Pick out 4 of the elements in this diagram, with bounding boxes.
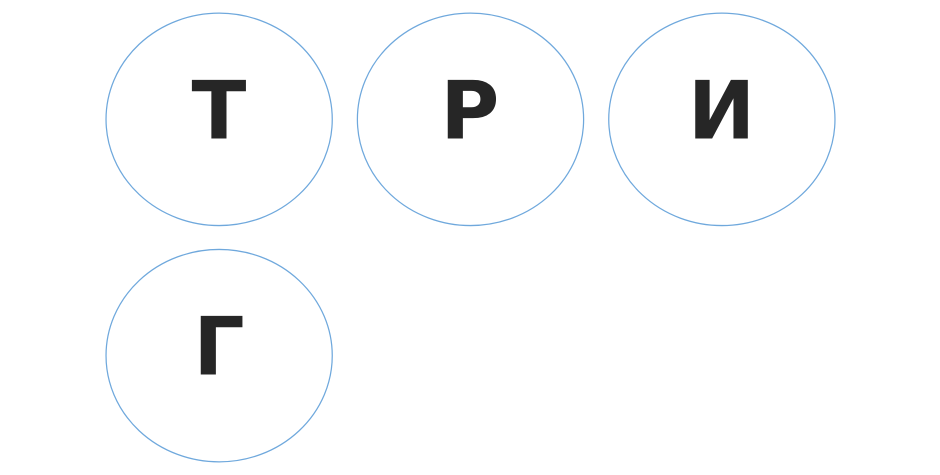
node-circle: Р [356,12,584,226]
node-circle: И [608,12,836,226]
node-circle: Т [104,12,332,226]
node-circle: Г [104,248,332,462]
